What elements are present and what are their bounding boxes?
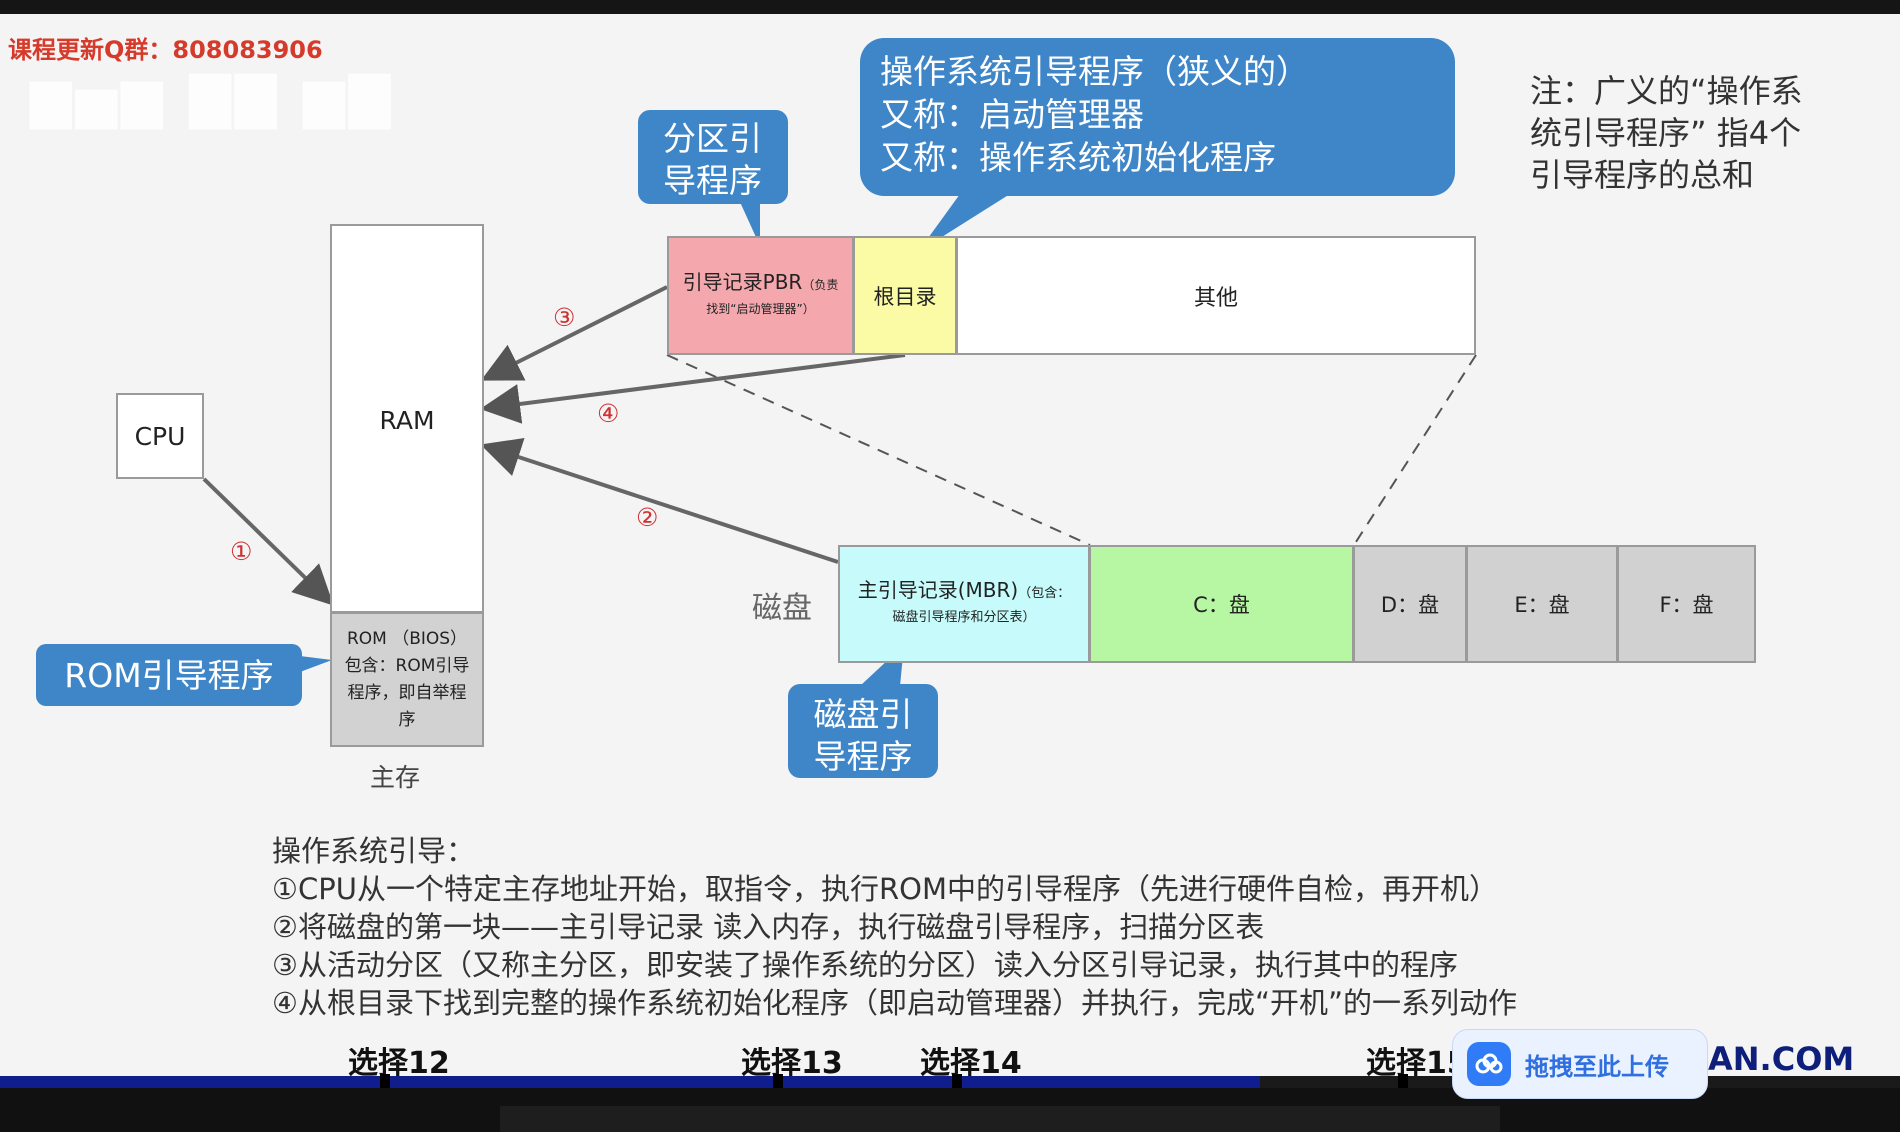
chapter-tick[interactable] <box>1398 1074 1408 1090</box>
pbr-note-1: （负责 <box>802 278 839 292</box>
note-text: 注：广义的“操作系 统引导程序” 指4个 引导程序的总和 <box>1530 70 1803 196</box>
video-progress-played[interactable] <box>0 1076 1260 1088</box>
boot-step-2: ②将磁盘的第一块——主引导记录 读入内存，执行磁盘引导程序，扫描分区表 <box>272 910 1265 944</box>
subtitle-strip <box>500 1106 1500 1132</box>
site-watermark: AN.COM <box>1708 1040 1855 1078</box>
mbr-note-2: 磁盘引导程序和分区表） <box>892 610 1036 625</box>
chapter-marker-14[interactable]: 选择14 <box>920 1046 1022 1081</box>
boot-step-4: ④从根目录下找到完整的操作系统初始化程序（即启动管理器）并执行，完成“开机”的一… <box>272 986 1518 1020</box>
boot-steps-title: 操作系统引导： <box>272 834 476 868</box>
arrow-step-4 <box>480 353 906 424</box>
note-line: 统引导程序” 指4个 <box>1530 114 1802 152</box>
pbr-title: 引导记录PBR <box>682 270 803 294</box>
pbr-note-2: 找到“启动管理器”） <box>706 302 815 316</box>
rom-line: 包含：ROM引导 <box>344 655 470 676</box>
callout-partition-loader-shape <box>638 110 788 246</box>
mbr-note-1: （包含： <box>1018 586 1071 601</box>
logo-watermark: ▆▅▆ ▇▇ ▆▇ <box>30 66 395 129</box>
d-disk-box: D：盘 <box>1353 545 1467 663</box>
others-box: 其他 <box>956 236 1476 355</box>
top-bar <box>0 0 1900 14</box>
callout-bootmgr: 操作系统引导程序（狭义的） 又称：启动管理器 又称：操作系统初始化程序 <box>880 50 1309 179</box>
step-marker-3: ③ <box>553 303 576 332</box>
arrow-step-3 <box>480 285 668 381</box>
mbr-box: 主引导记录(MBR)（包含： 磁盘引导程序和分区表） <box>838 545 1090 663</box>
callout-disk-loader-line: 磁盘引 <box>813 695 913 734</box>
callout-disk-loader-line: 导程序 <box>813 737 913 776</box>
rom-box: ROM （BIOS） 包含：ROM引导 程序，即自举程 序 <box>330 612 484 747</box>
step-marker-1: ① <box>230 537 253 566</box>
chapter-tick[interactable] <box>773 1074 783 1090</box>
disk-label: 磁盘 <box>752 591 812 626</box>
c-disk-box: C：盘 <box>1089 545 1354 663</box>
zoom-line-right <box>1353 354 1477 546</box>
callout-rom-loader-shape <box>36 644 332 706</box>
qq-group-watermark: 课程更新Q群：808083906 <box>8 36 323 64</box>
callout-bootmgr-line: 又称：操作系统初始化程序 <box>880 138 1276 177</box>
boot-step-1: ①CPU从一个特定主存地址开始，取指令，执行ROM中的引导程序（先进行硬件自检，… <box>272 872 1498 906</box>
arrow-step-1 <box>202 477 334 606</box>
chapter-tick[interactable] <box>380 1074 390 1090</box>
arrow-step-2 <box>480 437 839 564</box>
callout-partition-loader-line: 导程序 <box>663 161 762 200</box>
callout-bootmgr-line: 又称：启动管理器 <box>880 95 1144 134</box>
rom-line: ROM （BIOS） <box>346 628 468 649</box>
boot-steps: 操作系统引导： ①CPU从一个特定主存地址开始，取指令，执行ROM中的引导程序（… <box>272 832 1517 1022</box>
e-disk-box: E：盘 <box>1466 545 1618 663</box>
rom-line: 程序，即自举程 <box>347 682 467 703</box>
note-line: 引导程序的总和 <box>1530 156 1755 194</box>
chapter-marker-15[interactable]: 选择15 <box>1366 1046 1468 1081</box>
ram-box: RAM <box>330 224 484 613</box>
upload-drop-button[interactable]: 拖拽至此上传 <box>1452 1029 1708 1099</box>
callout-rom-loader: ROM引导程序 <box>64 656 274 695</box>
cloud-upload-icon <box>1467 1042 1511 1086</box>
zoom-line-left <box>666 354 1091 546</box>
rom-line: 序 <box>398 709 416 730</box>
chapter-tick[interactable] <box>952 1074 962 1090</box>
callout-disk-loader: 磁盘引 导程序 <box>790 688 936 778</box>
callout-partition-loader-line: 分区引 <box>663 119 762 158</box>
boot-step-3: ③从活动分区（又称主分区，即安装了操作系统的分区）读入分区引导记录，执行其中的程… <box>272 948 1458 982</box>
step-marker-4: ④ <box>597 399 620 428</box>
chapter-marker-13[interactable]: 选择13 <box>741 1046 843 1081</box>
step-marker-2: ② <box>636 503 659 532</box>
upload-label: 拖拽至此上传 <box>1525 1052 1669 1081</box>
cpu-box: CPU <box>116 393 204 479</box>
pbr-box: 引导记录PBR（负责 找到“启动管理器”） <box>667 236 854 355</box>
note-line: 注：广义的“操作系 <box>1530 72 1803 110</box>
callout-partition-loader: 分区引 导程序 <box>640 112 785 202</box>
callout-bootmgr-line: 操作系统引导程序（狭义的） <box>880 52 1309 91</box>
root-directory-box: 根目录 <box>853 236 957 355</box>
chapter-marker-12[interactable]: 选择12 <box>348 1046 450 1081</box>
mbr-title: 主引导记录(MBR) <box>857 578 1019 602</box>
main-memory-label: 主存 <box>370 763 421 792</box>
f-disk-box: F：盘 <box>1617 545 1756 663</box>
